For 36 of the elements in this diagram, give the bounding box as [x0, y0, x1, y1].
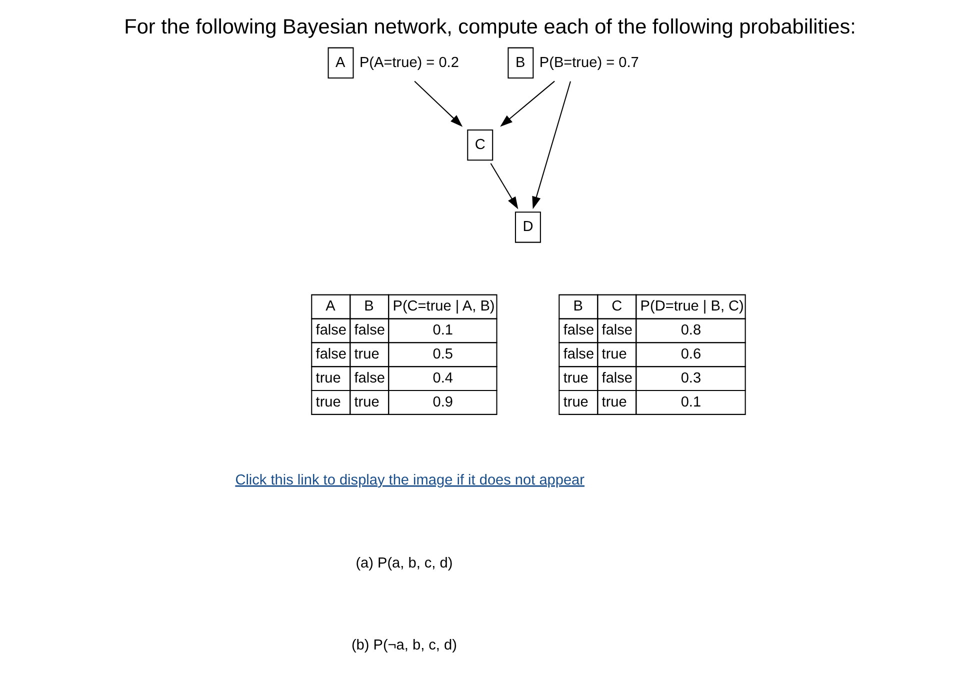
label: false	[354, 322, 385, 339]
label: 0.6	[680, 346, 701, 362]
label: false	[562, 322, 594, 339]
label: P(C=true | A, B)	[392, 298, 494, 315]
label: P(D=true | B, C)	[640, 298, 744, 315]
diagram-title: For the following Bayesian network, compute each of the following probabilities:	[124, 15, 856, 38]
label: 0.1	[432, 322, 453, 339]
label: true	[354, 394, 379, 410]
label: true	[354, 346, 379, 362]
label: 0.5	[432, 346, 453, 362]
label: 0.3	[680, 370, 701, 386]
label: true	[315, 394, 340, 410]
label: 0.8	[680, 322, 701, 339]
node-label: P(B=true) = 0.7	[538, 54, 638, 71]
label: false	[315, 346, 346, 362]
label: true	[315, 370, 340, 386]
label: true	[601, 394, 626, 410]
label: Click this link to display the image if it does not appear	[234, 472, 584, 488]
label: 0.1	[680, 394, 701, 410]
label: false	[601, 322, 632, 339]
label: false	[562, 346, 594, 362]
label: B	[364, 298, 374, 315]
label: A	[325, 298, 335, 315]
label: B	[572, 298, 582, 315]
label: true	[601, 346, 626, 362]
label: 0.4	[432, 370, 453, 386]
label: false	[354, 370, 385, 386]
label: true	[562, 394, 588, 410]
label: false	[315, 322, 346, 339]
label: (a) P(a, b, c, d)	[355, 556, 452, 572]
label: false	[601, 370, 632, 386]
node-label: P(A=true) = 0.2	[358, 54, 458, 71]
label: 0.9	[432, 394, 453, 410]
label: C	[611, 298, 622, 315]
label: (b) P(¬a, b, c, d)	[350, 638, 456, 654]
label: true	[562, 370, 588, 386]
